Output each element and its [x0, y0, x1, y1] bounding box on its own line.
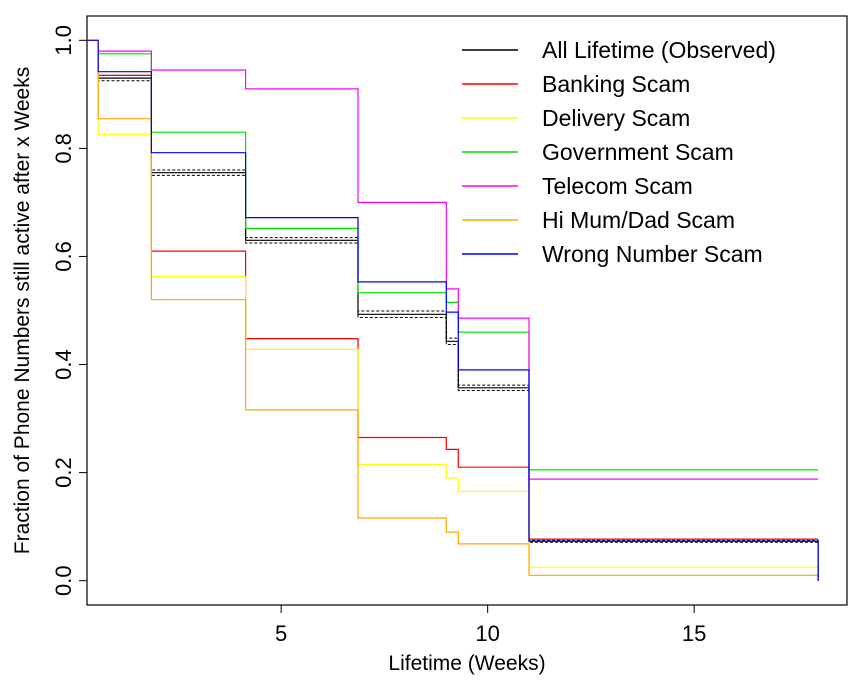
series-band-upper [87, 39, 819, 581]
y-tick-label: 0.6 [51, 241, 76, 272]
series-telecom-scam [87, 39, 819, 480]
y-tick-label: 1.0 [51, 25, 76, 56]
series-line [87, 39, 819, 581]
y-tick-label: 0.4 [51, 349, 76, 380]
y-tick-label: 0.2 [51, 457, 76, 488]
legend-item-telecom-scam: Telecom Scam [462, 173, 693, 199]
series-layer [87, 39, 819, 581]
y-axis-label: Fraction of Phone Numbers still active a… [11, 67, 34, 554]
series-delivery-scam [87, 39, 819, 568]
y-tick-label: 0.8 [51, 133, 76, 164]
legend: All Lifetime (Observed) Banking ScamDeliv… [462, 37, 776, 267]
series-hi-mum-dad-scam [87, 39, 819, 576]
x-axis-label: Lifetime (Weeks) [388, 652, 545, 675]
series-line [87, 39, 819, 480]
legend-item-wrong-number-scam: Wrong Number Scam [462, 241, 763, 267]
legend-label: Telecom Scam [542, 173, 693, 199]
legend-label: Hi Mum/Dad Scam [542, 207, 735, 233]
legend-item-delivery-scam: Delivery Scam [462, 105, 690, 131]
x-tick-label: 10 [475, 621, 499, 646]
legend-item-government-scam: Government Scam [462, 139, 734, 165]
y-axis: 0.0 0.2 0.4 0.6 0.8 1.0 [51, 25, 88, 596]
series-line [87, 39, 819, 581]
series-all-lifetime-observed [87, 39, 819, 581]
legend-label: All Lifetime (Observed) [542, 37, 776, 63]
series-band-lower [87, 39, 819, 581]
legend-item-all-lifetime-observed: All Lifetime (Observed) [462, 37, 776, 63]
series-wrong-number-scam [87, 39, 819, 581]
plot-frame [86, 15, 848, 606]
legend-item-banking-scam: Banking Scam [462, 71, 690, 97]
series-line [87, 39, 819, 568]
legend-item-hi-mum-dad-scam: Hi Mum/Dad Scam [462, 207, 735, 233]
legend-label: Government Scam [542, 139, 734, 165]
legend-label: Wrong Number Scam [542, 241, 763, 267]
series-line [87, 39, 819, 540]
series-banking-scam [87, 39, 819, 540]
legend-label: Delivery Scam [542, 105, 690, 131]
y-tick-label: 0.0 [51, 565, 76, 596]
legend-label: Banking Scam [542, 71, 690, 97]
x-axis: 5 10 15 [275, 604, 706, 646]
x-tick-label: 15 [682, 621, 706, 646]
x-tick-label: 5 [275, 621, 287, 646]
series-line [87, 39, 819, 576]
